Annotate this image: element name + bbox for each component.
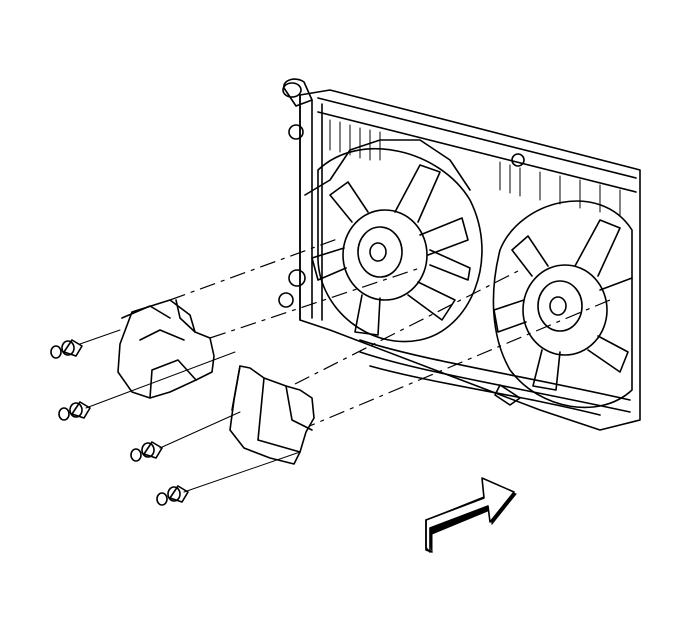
right-cooling-fan [492, 200, 633, 409]
bolt-1 [50, 329, 121, 359]
front-of-vehicle-arrow [425, 477, 517, 553]
radiator [278, 78, 641, 431]
alignment-lines [169, 237, 611, 431]
right-fan-shroud-cover [229, 365, 315, 465]
bolt-2 [58, 351, 236, 421]
bolt-4 [156, 451, 301, 506]
left-cooling-fan [304, 139, 483, 343]
bolt-3 [130, 411, 241, 462]
left-fan-shroud-cover [117, 299, 215, 399]
